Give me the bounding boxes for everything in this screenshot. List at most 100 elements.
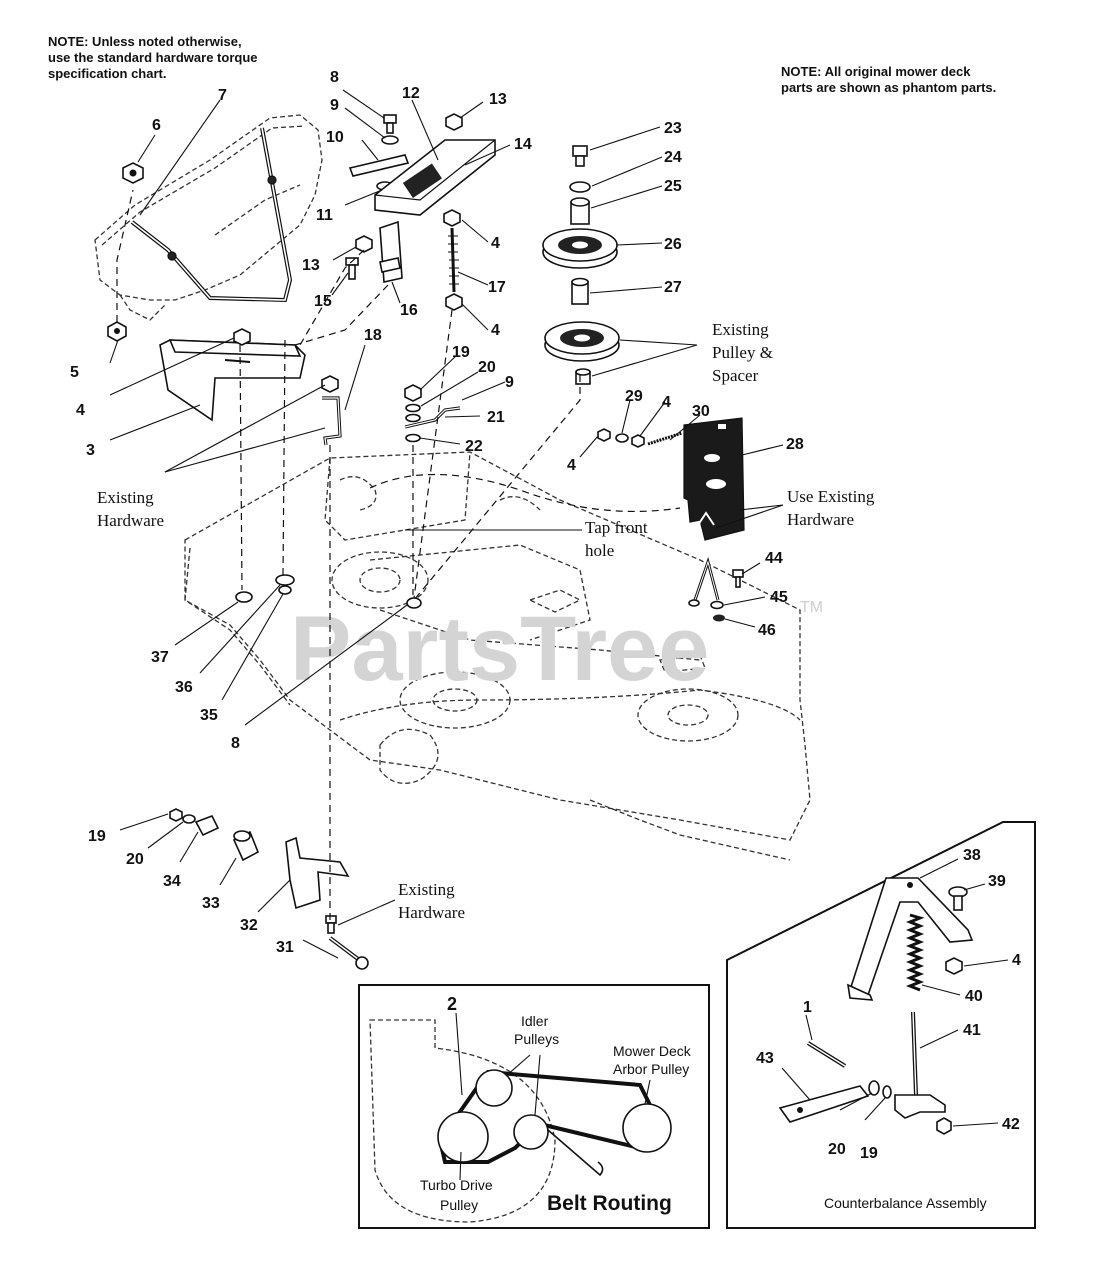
nut-part19 xyxy=(404,384,422,402)
bolt-part44 xyxy=(732,569,744,588)
callout-14: 14 xyxy=(514,136,532,153)
washer-part9-top xyxy=(381,135,399,145)
callout-36: 36 xyxy=(175,679,193,696)
existing-spacer xyxy=(575,368,591,385)
nut-part42 xyxy=(936,1117,952,1135)
label-arbor-2: Arbor Pulley xyxy=(613,1061,689,1077)
callout-19-a: 19 xyxy=(452,344,470,361)
spring-part-44-45 xyxy=(693,556,720,601)
callout-2: 2 xyxy=(447,994,457,1014)
bolt-part1 xyxy=(806,1041,847,1068)
washer-part29 xyxy=(615,433,629,443)
watermark-tm: TM xyxy=(800,599,823,616)
nut-part4-lower xyxy=(445,293,463,311)
callout-19-b: 19 xyxy=(88,828,106,845)
bracket-part32 xyxy=(285,836,350,910)
annotation-use-existing-2: Hardware xyxy=(787,510,854,529)
callout-13-left: 13 xyxy=(302,257,320,274)
pulley-part26 xyxy=(542,228,618,269)
idler-pulley-1 xyxy=(475,1069,513,1107)
bolt-existing-lower xyxy=(325,915,337,934)
rod-part41 xyxy=(894,1011,946,1119)
callout-8: 8 xyxy=(330,69,339,86)
callout-29: 29 xyxy=(625,388,643,405)
watermark-text: PartsTree xyxy=(290,598,709,700)
callout-15: 15 xyxy=(314,293,332,310)
annotation-use-existing-1: Use Existing xyxy=(787,487,875,506)
counterbalance-title: Counterbalance Assembly xyxy=(824,1195,987,1211)
callout-30: 30 xyxy=(692,403,710,420)
nut-part8-deck xyxy=(406,597,422,609)
callout-37: 37 xyxy=(151,649,169,666)
annotation-existing-hw-left-2: Hardware xyxy=(97,511,164,530)
nut-part46 xyxy=(713,614,725,622)
callout-27: 27 xyxy=(664,279,682,296)
callout-1: 1 xyxy=(803,999,812,1016)
callout-4-b: 4 xyxy=(491,322,500,339)
callout-45: 45 xyxy=(770,589,788,606)
nut-part4-mid xyxy=(631,434,645,448)
callout-28: 28 xyxy=(786,436,804,453)
phantom-mower-deck xyxy=(184,451,811,861)
callout-numbers: 7 6 8 9 12 13 10 14 11 4 13 17 15 16 4 1… xyxy=(70,69,804,956)
bracket-part38 xyxy=(846,877,974,1001)
callout-39: 39 xyxy=(988,873,1006,890)
washer-part20 xyxy=(405,403,421,413)
idler-pulley-2 xyxy=(513,1114,549,1150)
washer-part22 xyxy=(405,433,421,443)
washer-part9 xyxy=(405,413,421,423)
washer-part45 xyxy=(710,600,724,610)
nut-part37 xyxy=(235,591,253,603)
callout-35: 35 xyxy=(200,707,218,724)
callout-41: 41 xyxy=(963,1022,981,1039)
callout-34: 34 xyxy=(163,873,181,890)
phantom-lift-bracket xyxy=(94,114,323,321)
existing-pulley xyxy=(544,321,620,362)
callout-44: 44 xyxy=(765,550,783,567)
callout-20-a: 20 xyxy=(478,359,496,376)
bracket-part34 xyxy=(194,814,220,837)
callout-5: 5 xyxy=(70,364,79,381)
callout-38: 38 xyxy=(963,847,981,864)
callout-40: 40 xyxy=(965,988,983,1005)
callout-19-c: 19 xyxy=(860,1145,878,1162)
annotation-tap-front-1: Tap front xyxy=(585,518,648,537)
belt-routing-title: Belt Routing xyxy=(547,1192,672,1215)
callout-18: 18 xyxy=(364,327,382,344)
bolt-part39 xyxy=(948,886,968,911)
label-idler-1: Idler xyxy=(521,1013,549,1029)
counterbalance-panel: 38 39 4 40 41 42 1 43 20 19 Counterbalan… xyxy=(726,821,1036,1229)
callout-4-e: 4 xyxy=(567,457,576,474)
label-turbo-2: Pulley xyxy=(440,1197,478,1213)
callout-9-b: 9 xyxy=(505,374,514,391)
strap-part10 xyxy=(348,154,410,177)
lift-rod-part7 xyxy=(130,127,293,303)
callout-16: 16 xyxy=(400,302,418,319)
label-idler-2: Pulleys xyxy=(514,1031,559,1047)
bolt-part35 xyxy=(278,585,292,595)
annotation-existing-pulley-3: Spacer xyxy=(712,366,759,385)
belt-routing-panel: 2 Idler Pulleys Mower Deck Arbor Pulley … xyxy=(358,984,710,1229)
label-turbo-1: Turbo Drive xyxy=(420,1177,493,1193)
callout-3: 3 xyxy=(86,442,95,459)
bolt-part23 xyxy=(572,145,588,167)
nut-part4-upper xyxy=(443,209,461,227)
callout-26: 26 xyxy=(664,236,682,253)
nut-part5 xyxy=(107,321,127,342)
rod-part18 xyxy=(322,396,342,446)
callout-11: 11 xyxy=(316,207,333,224)
nut-part19-lower xyxy=(169,808,183,822)
washer-left xyxy=(688,599,700,607)
spacer-part25 xyxy=(570,197,590,225)
bolt-part31 xyxy=(328,936,369,970)
annotation-existing-hw-left-1: Existing xyxy=(97,488,154,507)
plate-part12-14 xyxy=(374,139,496,216)
spring-link-part21 xyxy=(404,406,461,429)
callout-10: 10 xyxy=(326,129,344,146)
arbor-pulley xyxy=(622,1103,672,1153)
washer-part24 xyxy=(569,181,591,193)
callout-4-d: 4 xyxy=(662,394,671,411)
counterbalance-leaders xyxy=(781,858,1009,1127)
label-arbor-1: Mower Deck xyxy=(613,1043,692,1059)
